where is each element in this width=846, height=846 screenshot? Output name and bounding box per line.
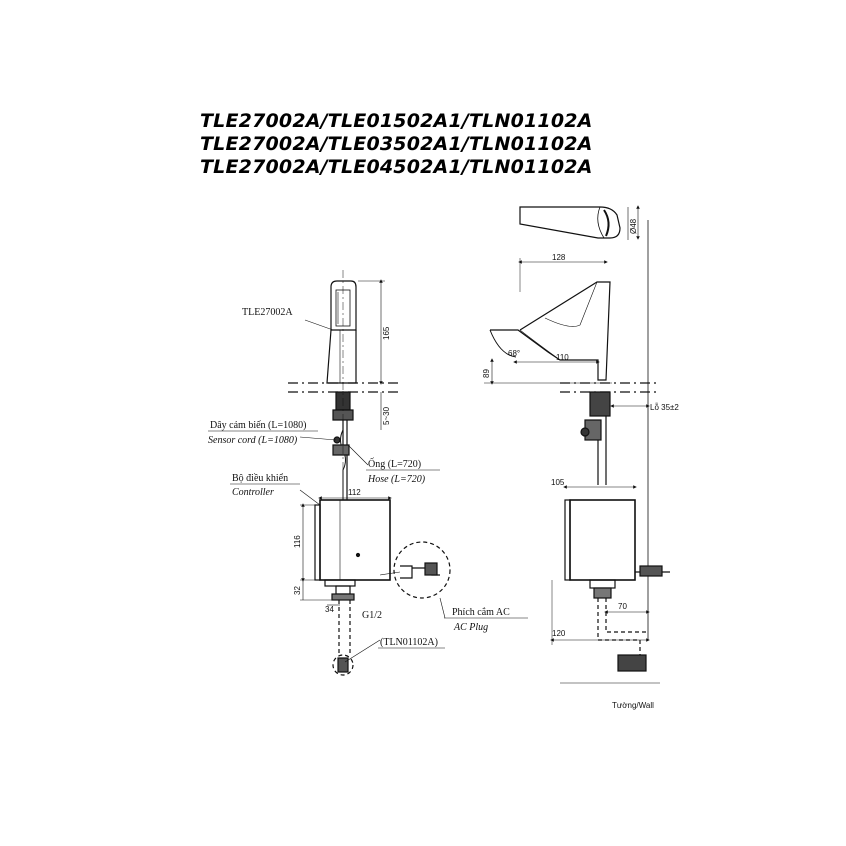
label-valve-model: (TLN01102A) [380, 637, 438, 648]
model-titles: TLE27002A/TLE01502A1/TLN01102A TLE27002A… [200, 110, 660, 179]
side-spout [490, 281, 611, 381]
dim-side-controller-width: 105 [551, 478, 565, 487]
ac-plug-detail [393, 541, 451, 599]
dim-spout-reach: 128 [552, 253, 566, 262]
faucet-head [330, 280, 357, 331]
model-title-1: TLE27002A/TLE01502A1/TLN01102A [200, 110, 593, 132]
label-controller-en: Controller [232, 487, 274, 498]
dim-spout-distance: 110 [556, 353, 569, 362]
dim-top-diameter: Ø48 [629, 218, 638, 234]
front-view [288, 270, 451, 676]
controller-box-side [569, 499, 636, 581]
label-ac-plug-en: AC Plug [453, 622, 488, 633]
dim-controller-height: 116 [293, 535, 302, 548]
dim-spout-angle: 68° [508, 349, 520, 358]
label-hose-vi: Ống (L=720) [368, 457, 421, 470]
stop-valve [332, 654, 354, 676]
label-ac-plug-vi: Phích cắm AC [452, 607, 510, 618]
dim-bottom-offset: 120 [552, 629, 566, 638]
controller-box-front [319, 499, 391, 581]
dim-outlet-size: 34 [325, 605, 334, 614]
label-sensor-cord-en: Sensor cord (L=1080) [208, 435, 298, 446]
label-hose-en: Hose (L=720) [367, 474, 426, 485]
label-hole: Lỗ 35±2 [650, 403, 679, 412]
dim-front-height: 165 [382, 326, 391, 340]
model-title-3: TLE27002A/TLE04502A1/TLN01102A [200, 156, 593, 178]
dim-outlet-offset: 70 [618, 602, 627, 611]
label-controller-vi: Bộ điều khiển [232, 473, 288, 484]
dim-bottom-height: 32 [293, 586, 302, 595]
faucet-body [326, 329, 357, 384]
model-title-2: TLE27002A/TLE03502A1/TLN01102A [200, 133, 593, 155]
label-thread: G1/2 [362, 610, 382, 621]
dim-spout-height: 89 [482, 369, 491, 378]
label-wall: Tường/Wall [612, 701, 654, 710]
dim-controller-width: 112 [348, 488, 361, 497]
label-faucet-model: TLE27002A [242, 307, 293, 318]
label-sensor-cord-vi: Dây cảm biến (L=1080) [210, 420, 306, 431]
side-view [484, 205, 670, 684]
top-view-faucet [519, 206, 621, 239]
dim-deck-range: 5~30 [382, 406, 391, 425]
